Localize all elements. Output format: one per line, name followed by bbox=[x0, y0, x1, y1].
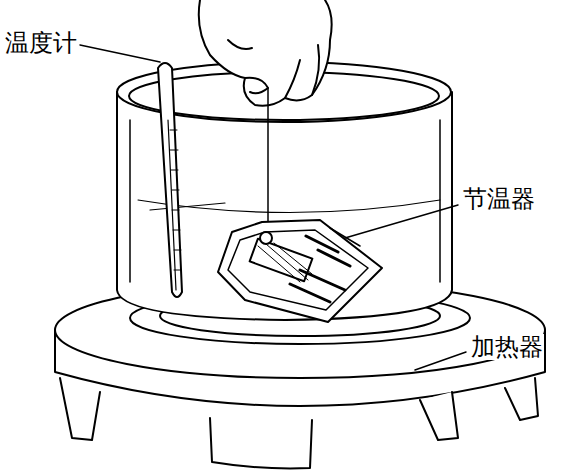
part-label: 节温器 bbox=[462, 186, 536, 212]
part-label: 温度计 bbox=[4, 30, 78, 56]
part-label: 加热器 bbox=[470, 334, 544, 360]
thermostat bbox=[218, 220, 382, 322]
leader-line bbox=[80, 45, 160, 62]
leader-line bbox=[415, 352, 466, 370]
leader-line bbox=[345, 205, 458, 238]
hand bbox=[199, 0, 332, 232]
thermometer bbox=[158, 63, 182, 297]
